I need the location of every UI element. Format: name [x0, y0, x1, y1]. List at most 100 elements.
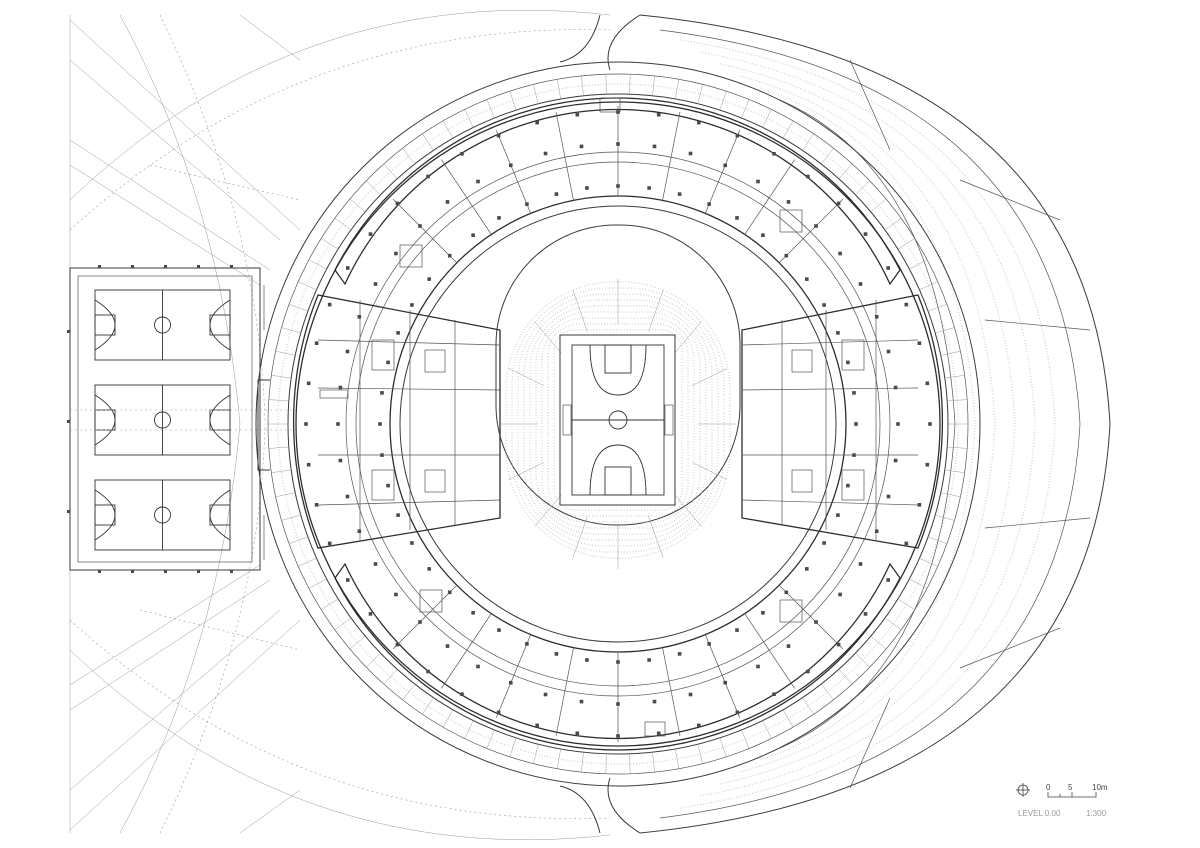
ring-segment — [321, 238, 339, 250]
column — [460, 152, 464, 156]
seating-aisle — [691, 462, 728, 480]
column — [380, 391, 384, 395]
column — [874, 315, 879, 319]
ring-segment — [928, 536, 947, 544]
column — [386, 483, 390, 488]
column — [525, 642, 529, 646]
column — [396, 513, 400, 517]
column — [306, 381, 311, 386]
column — [336, 422, 340, 426]
column — [886, 349, 891, 354]
seating-aisle — [572, 289, 588, 332]
radial-wall — [744, 613, 795, 689]
column — [418, 620, 422, 624]
outdoor-court-2 — [94, 384, 231, 456]
column — [652, 699, 657, 704]
ring-segment — [605, 753, 607, 774]
ring-segment — [402, 683, 415, 700]
column — [917, 341, 922, 345]
column — [836, 331, 840, 335]
seating-rows — [500, 279, 736, 569]
ring-segment — [741, 99, 750, 119]
column — [575, 112, 580, 117]
ring-segment — [762, 109, 772, 128]
radial-wall — [392, 584, 458, 650]
column — [579, 144, 584, 149]
ring-segment — [629, 74, 631, 95]
ring-segment — [281, 514, 301, 521]
column — [822, 541, 826, 545]
south-wing — [334, 562, 901, 751]
column — [304, 422, 308, 426]
seating-aisle — [648, 289, 664, 332]
ring-segment — [442, 709, 454, 728]
west-wing — [293, 294, 501, 549]
ring-segment — [741, 729, 750, 749]
ring-segment — [782, 709, 794, 728]
column — [688, 151, 693, 156]
ring-segment — [422, 133, 434, 151]
seating-aisle — [508, 462, 545, 480]
ring-segment — [802, 697, 814, 715]
column — [925, 462, 930, 467]
column — [761, 611, 765, 615]
column — [707, 202, 711, 206]
ring-segment — [838, 163, 853, 179]
ring-segment — [308, 578, 327, 589]
column — [852, 453, 856, 457]
column — [772, 152, 776, 156]
column — [575, 731, 580, 736]
column — [784, 253, 789, 258]
column — [496, 710, 501, 715]
column — [386, 360, 390, 365]
ring-segment — [268, 446, 289, 449]
seating-row — [535, 311, 701, 529]
column — [418, 224, 422, 228]
ring-segment — [605, 74, 607, 95]
column — [772, 692, 776, 696]
court-light-poles — [67, 265, 233, 573]
column — [806, 174, 810, 179]
column — [784, 590, 789, 595]
ring-segment — [919, 281, 938, 291]
column — [735, 133, 740, 138]
radial-wall — [392, 198, 458, 264]
column — [836, 201, 841, 206]
column — [886, 494, 891, 499]
ring-segment — [802, 133, 814, 151]
ring-segment — [366, 180, 381, 195]
radial-wall — [441, 159, 492, 235]
column — [554, 192, 559, 196]
ring-segment — [870, 635, 887, 650]
column — [338, 458, 343, 463]
column — [647, 186, 651, 190]
seating-aisle — [534, 321, 562, 354]
ring-segment — [366, 653, 381, 668]
radial-wall — [704, 130, 741, 214]
column — [373, 282, 378, 286]
column — [476, 179, 480, 184]
column — [345, 349, 350, 354]
column — [761, 233, 765, 237]
ring-segment — [897, 238, 915, 250]
column — [814, 224, 818, 228]
ring-segment — [298, 281, 317, 291]
column — [509, 680, 513, 685]
column — [427, 277, 431, 281]
ring-segment — [464, 720, 474, 739]
east-wing — [741, 294, 943, 549]
column — [445, 644, 450, 648]
radial-wall — [495, 634, 532, 718]
ring-segment — [944, 375, 965, 379]
column — [838, 251, 842, 256]
seating-aisle — [648, 516, 664, 559]
column — [697, 723, 701, 728]
column — [396, 331, 400, 335]
column — [543, 151, 548, 156]
column — [410, 303, 414, 307]
outdoor-courts — [67, 265, 300, 573]
ring-segment — [652, 75, 655, 96]
column — [378, 422, 382, 426]
central-basketball-court — [559, 334, 676, 506]
